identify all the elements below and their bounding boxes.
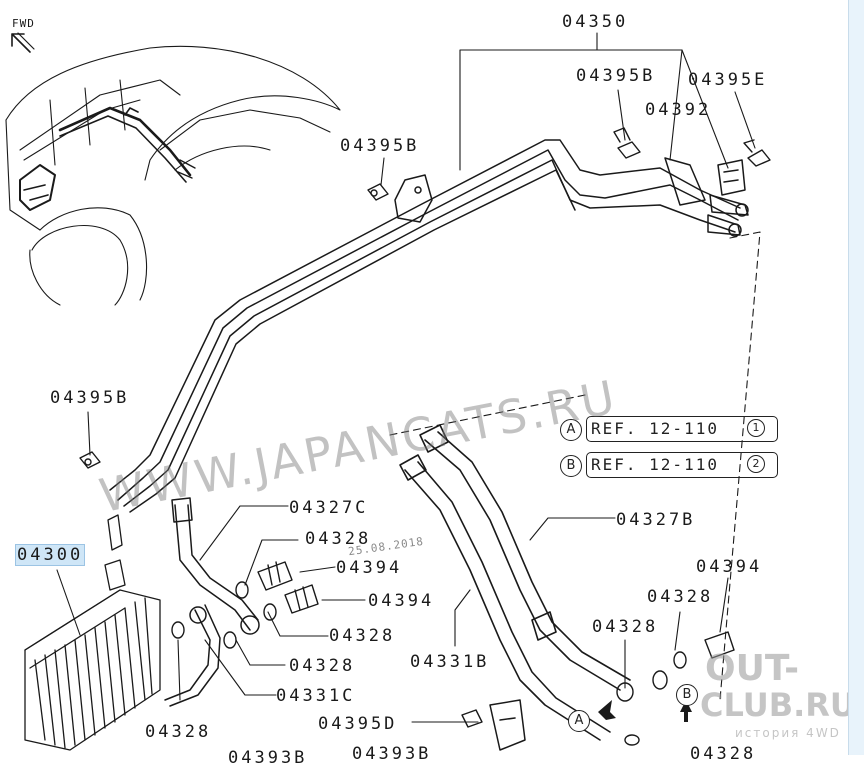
eye-bolts (257, 561, 735, 659)
part-label-04392[interactable]: 04392 (645, 100, 712, 120)
marker-arrows (598, 700, 692, 722)
part-label-04394-b[interactable]: 04394 (368, 591, 435, 611)
part-label-04327b[interactable]: 04327B (616, 510, 696, 530)
ref-a-letter: A (560, 419, 582, 441)
hose-04327c (171, 497, 260, 635)
tube-clip (394, 174, 433, 223)
part-label-04395d[interactable]: 04395D (318, 714, 398, 734)
washers (171, 581, 687, 746)
ref-b-box[interactable]: REF. 12-110 (586, 452, 778, 478)
part-label-04394-c[interactable]: 04394 (696, 557, 763, 577)
watermark-out: OUT- (705, 648, 800, 689)
pipe-04331c (164, 604, 221, 707)
part-label-04395b-mid[interactable]: 04395B (340, 136, 420, 156)
lower-bracket (489, 699, 526, 751)
part-label-04300[interactable]: 04300 (15, 544, 86, 566)
part-label-04393b[interactable]: 04393B (352, 744, 432, 764)
main-tube-pair (109, 139, 741, 513)
part-label-04328-d[interactable]: 04328 (145, 722, 212, 742)
part-label-04331c[interactable]: 04331C (276, 686, 356, 706)
fwd-arrow-icon (11, 32, 35, 53)
ref-b-letter: B (560, 455, 582, 477)
part-label-04327c[interactable]: 04327C (289, 498, 369, 518)
part-label-04328-a[interactable]: 04328 (305, 529, 372, 549)
part-label-04393b-b[interactable]: 04393B (228, 748, 308, 768)
dashed-guides (389, 231, 761, 701)
part-label-04394-a[interactable]: 04394 (336, 558, 403, 578)
part-label-04395e[interactable]: 04395E (688, 70, 768, 90)
part-label-04328-c[interactable]: 04328 (289, 656, 356, 676)
watermark-club: CLUB.RU (700, 686, 856, 724)
ref-b-text: REF. 12-110 (591, 455, 719, 474)
ref-a-text: REF. 12-110 (591, 419, 719, 438)
ref-b-circle: 2 (747, 455, 765, 473)
fwd-label: FWD (12, 17, 35, 30)
vehicle-inset (5, 45, 341, 306)
marker-b: B (676, 684, 698, 706)
watermark-sub: история 4WD (735, 726, 841, 740)
part-label-04328-e[interactable]: 04328 (647, 587, 714, 607)
ref-a-circle: 1 (747, 419, 765, 437)
right-edge-panel (848, 0, 864, 755)
part-label-04328-b[interactable]: 04328 (329, 626, 396, 646)
oil-cooler (24, 514, 161, 751)
part-label-04328-g[interactable]: 04328 (690, 744, 757, 764)
part-label-04328-f[interactable]: 04328 (592, 617, 659, 637)
part-label-04331b[interactable]: 04331B (410, 652, 490, 672)
hose-04331b (399, 454, 611, 741)
bolt-icons (79, 127, 771, 728)
part-label-04395b-left[interactable]: 04395B (50, 388, 130, 408)
part-label-04395b-top[interactable]: 04395B (576, 66, 656, 86)
bracket (717, 159, 746, 196)
ref-a-box[interactable]: REF. 12-110 (586, 416, 778, 442)
tube-end-fittings (664, 157, 749, 237)
marker-a: A (568, 710, 590, 732)
hose-04327b (419, 424, 631, 691)
part-label-04350[interactable]: 04350 (562, 12, 629, 32)
